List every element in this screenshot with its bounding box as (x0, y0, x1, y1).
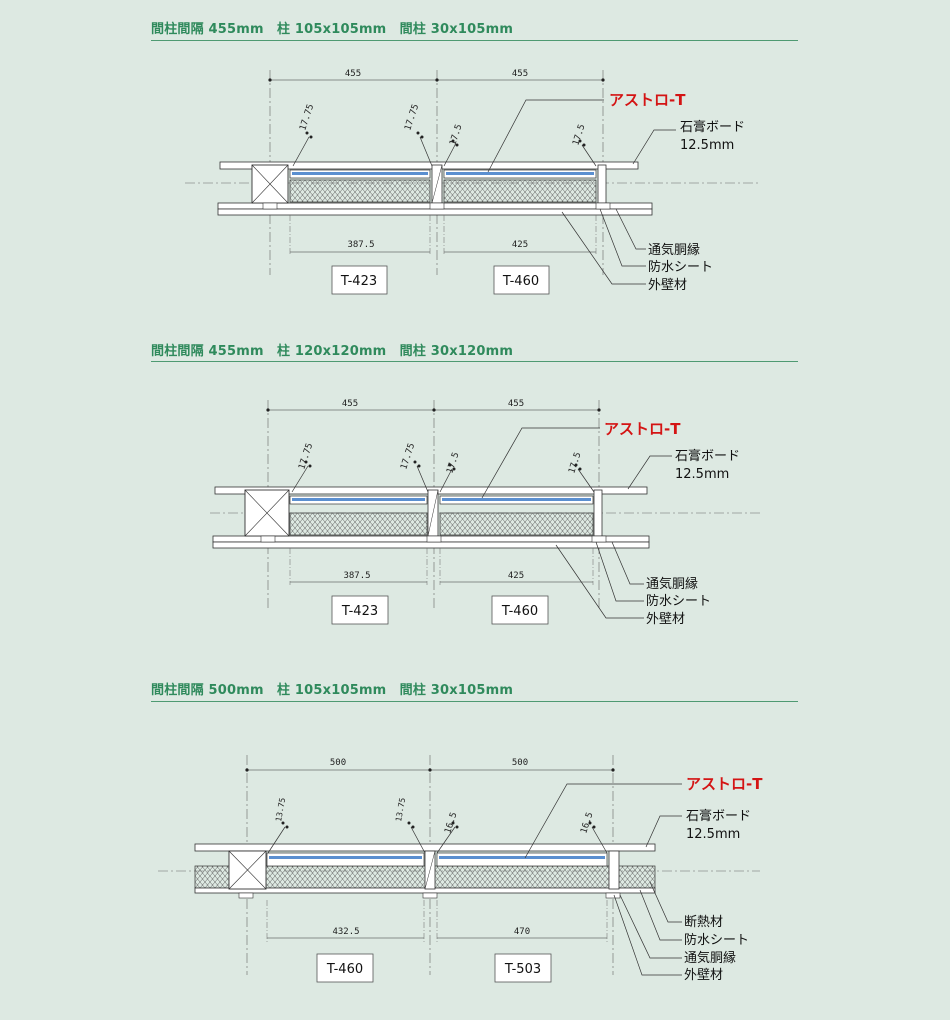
product-type: T-460 (502, 274, 539, 289)
clear-dimension: 425 (512, 240, 528, 250)
offset-dimension: 13.75 (394, 797, 407, 822)
offset-dimension: 17.75 (403, 103, 421, 132)
wall-section-drawing: 500 500 (158, 755, 763, 983)
product-type: T-460 (501, 604, 538, 619)
span-dimension: 500 (330, 758, 346, 768)
span-dimension: 455 (345, 69, 361, 79)
layer-label: 防水シート (648, 259, 713, 275)
section-divider (151, 40, 798, 41)
gypsum-board-thickness: 12.5mm (675, 467, 729, 482)
span-dimension: 500 (512, 758, 528, 768)
span-dimension: 455 (508, 399, 524, 409)
offset-dimension: 17.75 (399, 442, 417, 471)
offset-dimension: 17.5 (571, 123, 587, 147)
section-title: 間柱間隔 500mm 柱 105x105mm 間柱 30x105mm (151, 683, 514, 698)
gypsum-board-label: 石膏ボード (686, 808, 751, 824)
product-label: アストロ-T (686, 775, 763, 793)
section-title: 間柱間隔 455mm 柱 120x120mm 間柱 30x120mm (151, 344, 514, 359)
layer-label: 外壁材 (648, 278, 687, 293)
layer-label: 防水シート (684, 932, 749, 948)
product-type: T-460 (326, 962, 363, 977)
layer-label: 外壁材 (646, 612, 685, 627)
gypsum-board-thickness: 12.5mm (686, 827, 740, 842)
offset-dimension: 16.5 (579, 811, 595, 835)
section-divider (151, 361, 798, 362)
gypsum-board-label: 石膏ボード (675, 448, 740, 464)
section-divider (151, 701, 798, 702)
product-label: アストロ-T (609, 91, 686, 109)
layer-label: 通気胴縁 (648, 242, 700, 258)
clear-dimension: 425 (508, 571, 524, 581)
product-type: T-423 (340, 274, 377, 289)
product-type: T-503 (504, 962, 541, 977)
offset-dimension: 16.5 (443, 811, 459, 835)
layer-label: 通気胴縁 (646, 576, 698, 592)
offset-dimension: 17.5 (567, 451, 583, 475)
offset-dimension: 13.75 (274, 797, 287, 822)
section-title: 間柱間隔 455mm 柱 105x105mm 間柱 30x105mm (151, 22, 514, 37)
offset-dimension: 17.75 (297, 442, 315, 471)
clear-dimension: 432.5 (332, 927, 359, 937)
gypsum-board-label: 石膏ボード (680, 119, 745, 135)
clear-dimension: 470 (514, 927, 530, 937)
span-dimension: 455 (512, 69, 528, 79)
layer-label: 通気胴縁 (684, 950, 736, 966)
product-type: T-423 (341, 604, 378, 619)
layer-label: 防水シート (646, 593, 711, 609)
gypsum-board-thickness: 12.5mm (680, 138, 734, 153)
offset-dimension: 17.5 (448, 123, 464, 147)
clear-dimension: 387.5 (343, 571, 370, 581)
clear-dimension: 387.5 (347, 240, 374, 250)
offset-dimension: 17.5 (445, 451, 461, 475)
layer-label: 断熱材 (684, 915, 723, 930)
wall-section-drawing: 455 455 (185, 69, 760, 295)
product-label: アストロ-T (604, 420, 681, 438)
wall-section-drawing: 455 455 17.75 17.75 (210, 399, 760, 627)
layer-label: 外壁材 (684, 968, 723, 983)
span-dimension: 455 (342, 399, 358, 409)
offset-dimension: 17.75 (298, 103, 316, 132)
